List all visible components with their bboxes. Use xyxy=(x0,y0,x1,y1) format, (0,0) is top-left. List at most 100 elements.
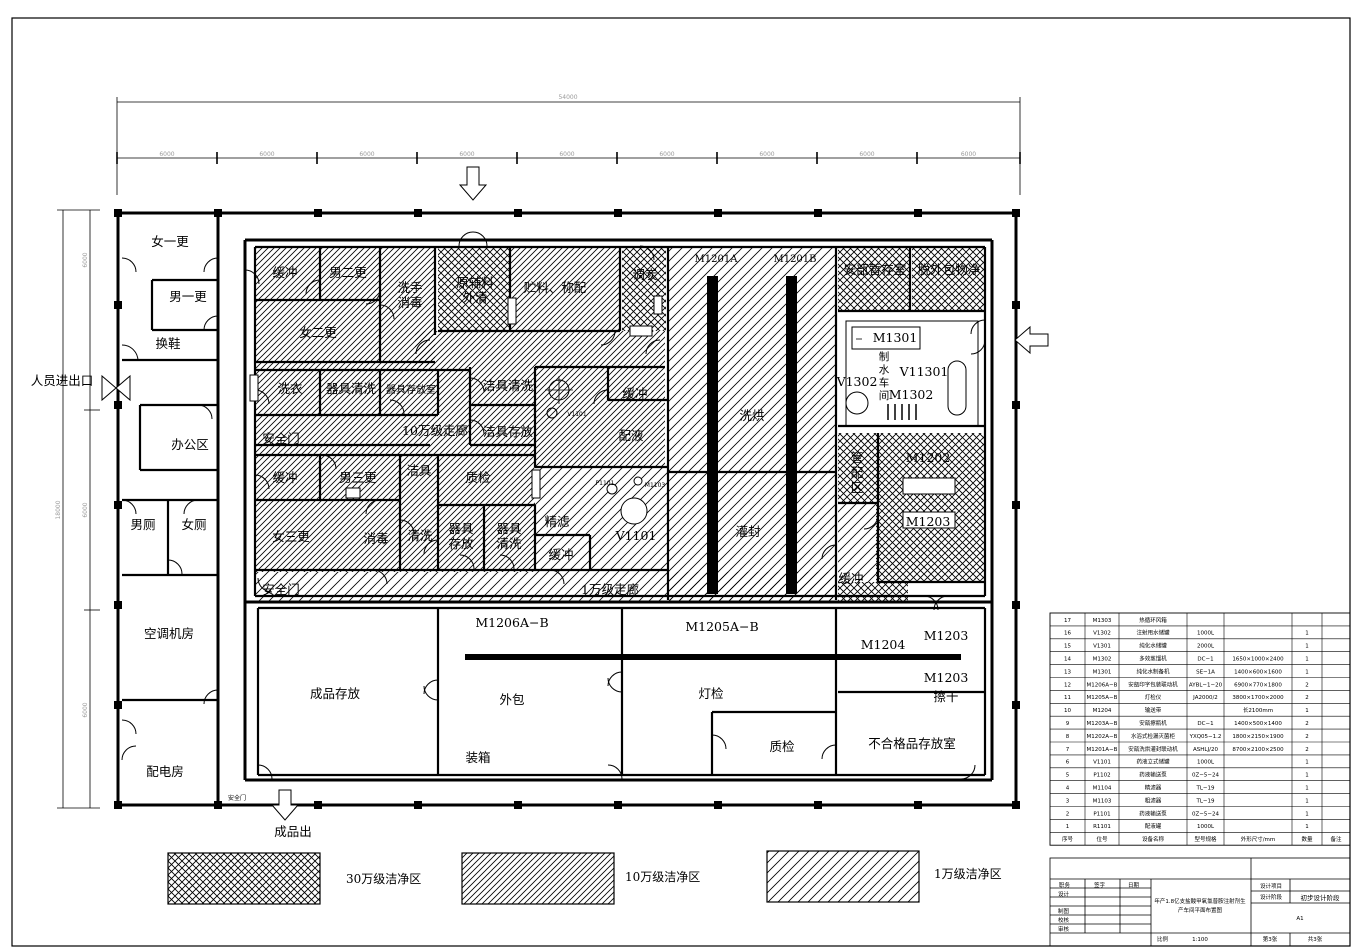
table-cell: 1000L xyxy=(1197,824,1215,830)
table-cell: 1 xyxy=(1305,785,1309,791)
title-block xyxy=(1049,857,1351,947)
label-zhi-shui: 制水车间 xyxy=(879,350,890,402)
column xyxy=(914,209,922,217)
column xyxy=(614,209,622,217)
table-cell: 3 xyxy=(1066,798,1070,804)
drawing-border xyxy=(11,17,1351,947)
table-cell: 10 xyxy=(1064,708,1071,714)
table-cell: 4 xyxy=(1066,785,1070,791)
table-cell: 1 xyxy=(1305,824,1309,830)
eq-m1203: M1203 xyxy=(924,628,969,643)
table-cell: 0Z−5−24 xyxy=(1192,773,1219,779)
table-cell: M1202A−B xyxy=(1087,734,1118,740)
label-zou-lang-10w: 10万级走廊 xyxy=(402,423,468,438)
eq-m1205: M1205A−B xyxy=(685,619,758,634)
label-nv-san-geng: 女三更 xyxy=(272,529,310,544)
table-cell: M1103 xyxy=(1093,798,1112,804)
table-cell: SE−1A xyxy=(1196,669,1215,675)
bay-label: 6000 xyxy=(459,151,474,158)
tb-project-1: 年产1.8亿支盐酸甲氧氯普胺注射剂生 xyxy=(1154,897,1246,905)
tb-zhi-wu: 职务 xyxy=(1059,881,1071,889)
label-cheng-pin-cf: 成品存放 xyxy=(310,686,361,701)
table-cell: 2 xyxy=(1305,695,1309,701)
table-cell: 纯化水制备机 xyxy=(1136,667,1170,675)
column xyxy=(1012,209,1020,217)
table-cell: 2 xyxy=(1066,811,1070,817)
label-huan-xie: 换鞋 xyxy=(155,336,181,351)
column xyxy=(714,801,722,809)
eq-m1203b: M1203 xyxy=(924,670,969,685)
column xyxy=(414,801,422,809)
label-huan-chong4: 缓冲 xyxy=(548,547,573,562)
eq-v11301: V11301 xyxy=(899,364,949,379)
label-nan-san-geng: 男三更 xyxy=(339,470,377,485)
bay-label: 6000 xyxy=(359,151,374,158)
label-an-quan-men3: 安全门 xyxy=(228,794,246,802)
legend-swatch-cross xyxy=(167,852,321,905)
label-nan-yi-geng: 男一更 xyxy=(169,289,207,304)
table-cell: 安瓿印字包装联动机 xyxy=(1128,680,1178,688)
table-cell: 1 xyxy=(1305,811,1309,817)
label-qi-ju-cf2: 器具存放 xyxy=(448,521,474,551)
table-cell: 药液输送泵 xyxy=(1139,771,1167,779)
table-cell: 6900×770×1800 xyxy=(1234,682,1282,688)
table-cell: M1201A−B xyxy=(1087,747,1118,753)
table-cell: 药液立式储罐 xyxy=(1136,758,1170,766)
table-cell: 1 xyxy=(1305,798,1309,804)
label-kong-tiao: 空调机房 xyxy=(144,626,194,641)
column xyxy=(314,801,322,809)
column xyxy=(114,801,122,809)
column xyxy=(814,209,822,217)
label-zhu-liao: 贮料、称配 xyxy=(524,280,587,295)
table-cell: 1 xyxy=(1066,824,1070,830)
table-cell: 多效蒸馏机 xyxy=(1139,654,1167,662)
label-nan-er-geng1: 男二更 xyxy=(329,265,367,280)
table-cell: JA2000/2 xyxy=(1192,695,1218,701)
legend-label-sparse: 1万级洁净区 xyxy=(934,867,1002,881)
table-cell: 输送带 xyxy=(1145,706,1162,714)
column xyxy=(1012,501,1020,509)
table-cell: 安瓿洗烘灌封联动机 xyxy=(1128,745,1178,753)
table-cell: M1205A−B xyxy=(1087,695,1118,701)
tb-qian-zi: 签字 xyxy=(1094,881,1106,889)
table-cell: 1400×500×1400 xyxy=(1234,721,1282,727)
title-block-text: 职务 签字 日期 设计 制图 校核 审核 设计项目 设计阶段 初步设计阶段 年产… xyxy=(1058,881,1340,943)
table-cell: 14 xyxy=(1064,656,1071,662)
label-qing-xi2: 清洗 xyxy=(407,528,433,543)
table-cell: 药液输送泵 xyxy=(1139,809,1167,817)
column xyxy=(114,209,122,217)
label-cheng-pin-chu: 成品出 xyxy=(274,824,312,839)
column xyxy=(214,209,222,217)
tb-ri-qi: 日期 xyxy=(1128,882,1140,889)
eq-v1302: V1302 xyxy=(836,374,878,389)
table-cell: M1203A−B xyxy=(1087,721,1118,727)
table-cell: 精滤器 xyxy=(1145,783,1162,791)
label-qi-ju-cf1: 器具存放室 xyxy=(386,383,436,396)
eq-m1201b: M1201B xyxy=(773,254,816,265)
table-cell: 长2100mm xyxy=(1243,706,1273,714)
column xyxy=(314,209,322,217)
column xyxy=(914,801,922,809)
table-cell: M1204 xyxy=(1093,708,1112,714)
table-cell: 配液罐 xyxy=(1145,822,1162,830)
tb-sheet: A1 xyxy=(1296,916,1303,922)
table-cell: M1104 xyxy=(1093,785,1112,791)
table-cell: 注射用水储罐 xyxy=(1136,629,1170,637)
table-cell: 1400×600×1600 xyxy=(1234,669,1282,675)
table-cell: 安瓿擦瓶机 xyxy=(1139,719,1167,727)
eq-v1101: V1101 xyxy=(615,528,657,543)
table-cell: 5 xyxy=(1066,773,1070,779)
table-cell: 15 xyxy=(1064,644,1071,650)
column xyxy=(1012,701,1020,709)
label-guan-pei-qu: 管配区 xyxy=(851,450,864,495)
table-cell: P1102 xyxy=(1093,773,1110,779)
door-arcs xyxy=(121,231,986,780)
label-pei-ye: 配液 xyxy=(618,428,644,443)
table-cell: 7 xyxy=(1066,747,1070,753)
table-cell: DC−1 xyxy=(1197,656,1213,662)
column xyxy=(114,301,122,309)
label-ca-gan: 擦干 xyxy=(933,689,958,704)
